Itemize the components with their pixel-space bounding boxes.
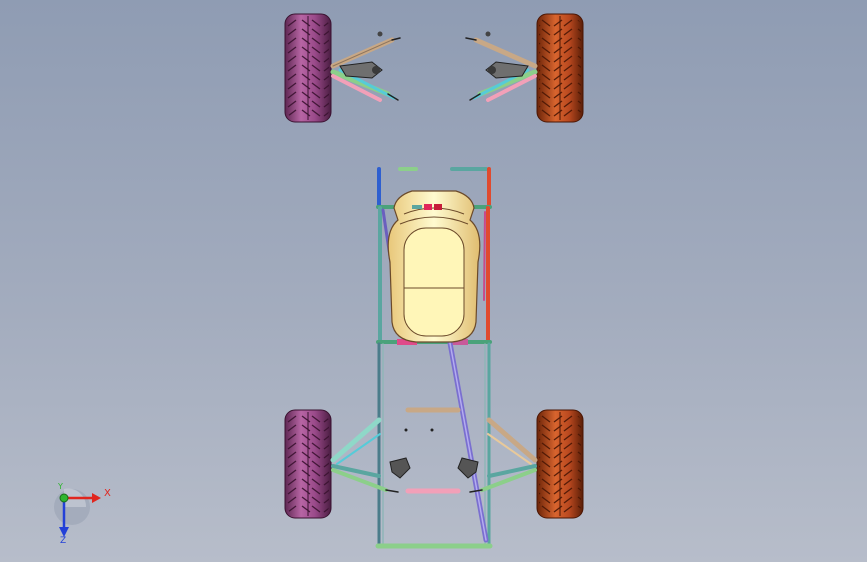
- z-axis-arrow: [59, 498, 69, 537]
- x-axis-label: X: [104, 488, 111, 499]
- y-axis-origin: [59, 493, 69, 503]
- axis-triad: [54, 488, 101, 537]
- front-left-wheel[interactable]: [284, 13, 332, 123]
- front-left-suspension[interactable]: [330, 31, 401, 102]
- front-right-wheel[interactable]: [536, 13, 584, 123]
- x-axis-arrow: [64, 493, 101, 503]
- rear-left-suspension[interactable]: [330, 417, 411, 493]
- chassis-frame[interactable]: [375, 167, 493, 549]
- front-right-suspension[interactable]: [465, 31, 538, 102]
- rear-left-wheel[interactable]: [284, 409, 332, 519]
- z-axis-label: Z: [60, 536, 67, 546]
- rear-right-suspension[interactable]: [457, 417, 538, 493]
- driver-seat[interactable]: [387, 190, 481, 343]
- rear-right-wheel[interactable]: [536, 409, 584, 519]
- y-axis-label: Y: [58, 482, 63, 491]
